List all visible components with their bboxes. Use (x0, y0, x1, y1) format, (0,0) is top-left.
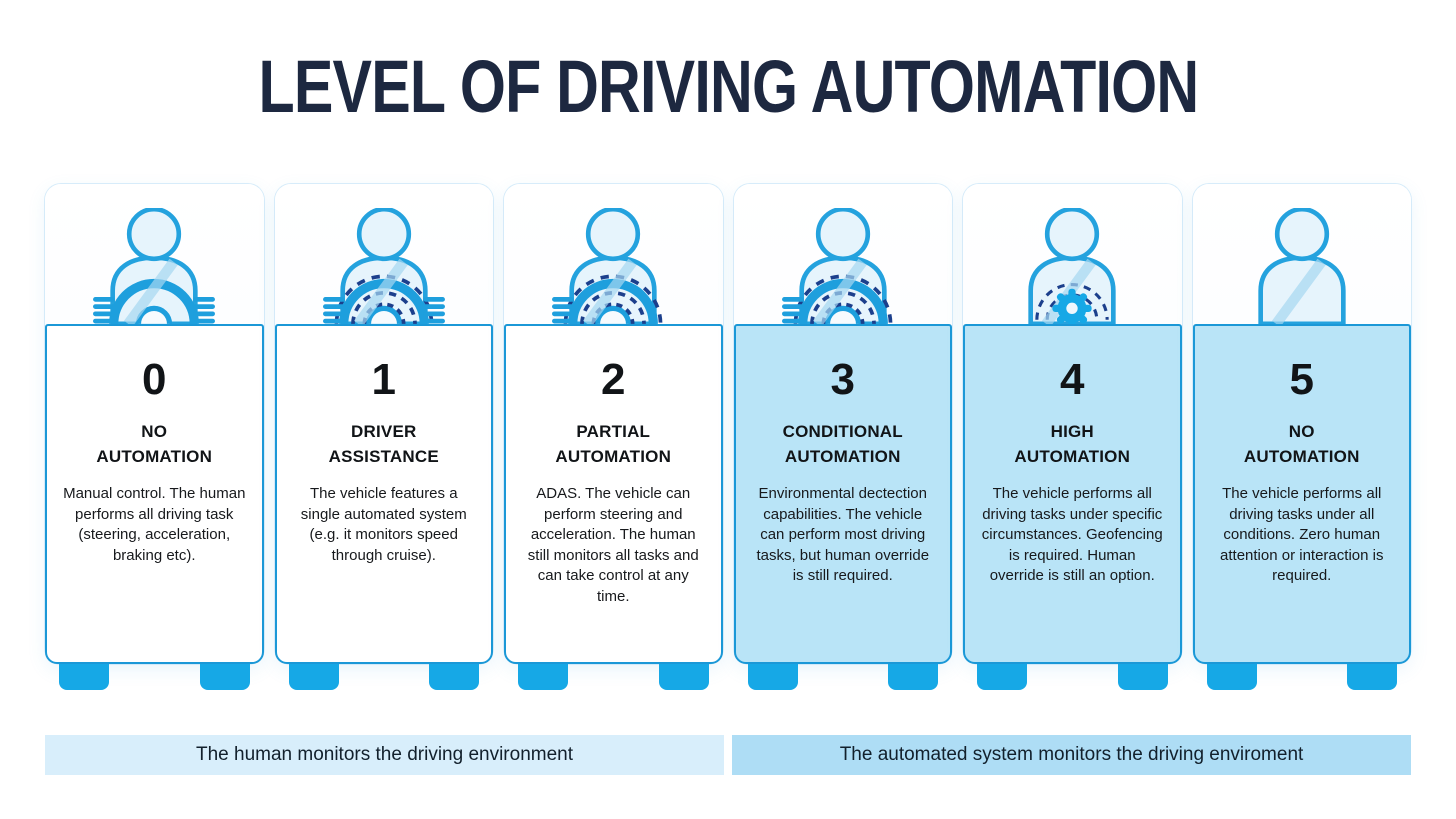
page-title: LEVEL OF DRIVING AUTOMATION (258, 45, 1199, 128)
level-1-card: 1 DRIVER ASSISTANCE The vehicle features… (274, 324, 493, 664)
driver-hands-on-wheel-icon (92, 208, 216, 324)
level-title-line: CONDITIONAL (782, 422, 903, 441)
level-2-column: 2 PARTIAL AUTOMATION ADAS. The vehicle c… (504, 184, 723, 692)
automation-levels-row: 0 NO AUTOMATION Manual control. The huma… (45, 184, 1411, 692)
level-title: CONDITIONAL AUTOMATION (751, 419, 936, 469)
level-title: NO AUTOMATION (62, 419, 247, 469)
level-description: The vehicle features a single automated … (300, 485, 467, 564)
level-title: NO AUTOMATION (1210, 419, 1395, 469)
driver-assisted-wheel-icon (322, 208, 446, 324)
level-title-line: AUTOMATION (1014, 447, 1131, 466)
header: LEVEL OF DRIVING AUTOMATION (0, 0, 1456, 126)
level-number: 1 (371, 355, 396, 404)
level-title-line: NO (1288, 422, 1315, 441)
level-description: ADAS. The vehicle can perform steering a… (527, 485, 699, 605)
automation-gear-icon (1010, 208, 1134, 324)
level-1-column: 1 DRIVER ASSISTANCE The vehicle features… (274, 184, 493, 692)
level-title-line: ASSISTANCE (328, 447, 439, 466)
level-title: DRIVER ASSISTANCE (292, 419, 477, 469)
level-number: 5 (1289, 355, 1314, 404)
level-title-line: PARTIAL (576, 422, 651, 441)
level-number: 2 (601, 355, 626, 404)
level-description: The vehicle performs all driving tasks u… (981, 485, 1163, 584)
level-number: 0 (142, 355, 167, 404)
level-title-line: DRIVER (351, 422, 417, 441)
level-2-card: 2 PARTIAL AUTOMATION ADAS. The vehicle c… (504, 324, 723, 664)
level-description: Environmental dectection capabilities. T… (756, 485, 930, 584)
level-number: 4 (1060, 355, 1085, 404)
level-title-line: AUTOMATION (784, 447, 901, 466)
level-title-line: AUTOMATION (555, 447, 672, 466)
level-title-line: HIGH (1050, 422, 1094, 441)
level-description: Manual control. The human performs all d… (63, 485, 246, 564)
monitoring-footer: The human monitors the driving environme… (45, 735, 1411, 775)
level-title-line: NO (141, 422, 168, 441)
driver-partial-automation-icon (551, 208, 675, 324)
level-3-column: 3 CONDITIONAL AUTOMATION Environmental d… (733, 184, 952, 692)
level-title-line: AUTOMATION (96, 447, 213, 466)
level-number: 3 (830, 355, 855, 404)
level-3-card: 3 CONDITIONAL AUTOMATION Environmental d… (733, 324, 952, 664)
level-4-card: 4 HIGH AUTOMATION The vehicle performs a… (963, 324, 1182, 664)
level-description: The vehicle performs all driving tasks u… (1220, 485, 1384, 584)
level-0-column: 0 NO AUTOMATION Manual control. The huma… (45, 184, 264, 692)
level-title-line: AUTOMATION (1243, 447, 1360, 466)
level-title: PARTIAL AUTOMATION (521, 419, 706, 469)
level-0-card: 0 NO AUTOMATION Manual control. The huma… (45, 324, 264, 664)
human-monitors-bar: The human monitors the driving environme… (45, 735, 724, 775)
driver-conditional-automation-icon (781, 208, 905, 324)
level-4-column: 4 HIGH AUTOMATION The vehicle performs a… (963, 184, 1182, 692)
level-title: HIGH AUTOMATION (980, 419, 1165, 469)
level-5-column: 5 NO AUTOMATION The vehicle performs all… (1192, 184, 1411, 692)
automated-system-monitors-bar: The automated system monitors the drivin… (732, 735, 1411, 775)
passenger-no-controls-icon (1240, 208, 1364, 324)
level-5-card: 5 NO AUTOMATION The vehicle performs all… (1192, 324, 1411, 664)
